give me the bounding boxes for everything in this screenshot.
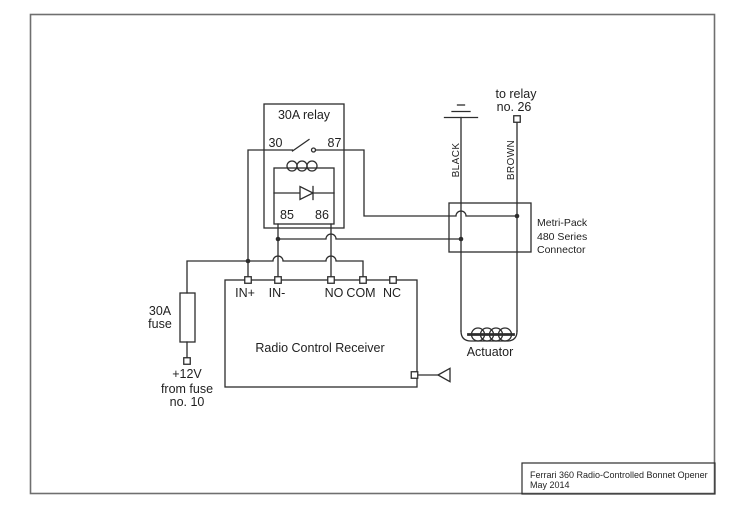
title-block-box bbox=[521, 462, 716, 495]
supply-label-line1: +12V bbox=[172, 366, 202, 381]
title-block: Ferrari 360 Radio-Controlled Bonnet Open… bbox=[530, 470, 708, 491]
receiver-title: Radio Control Receiver bbox=[255, 340, 385, 355]
relay-pin-30-label: 30 bbox=[268, 135, 283, 150]
relay-box bbox=[263, 103, 345, 229]
supply-label-line3: no. 10 bbox=[169, 394, 205, 409]
terminal-squares bbox=[183, 115, 521, 379]
wire-pin30-inplus bbox=[247, 149, 294, 278]
relay-pin-87-label: 87 bbox=[327, 135, 342, 150]
connector-label-line1: Metri-Pack bbox=[537, 217, 588, 229]
junction-dots bbox=[245, 213, 520, 264]
relay26-label-line1: to relay bbox=[495, 86, 537, 101]
wire-brown-label: BROWN bbox=[506, 139, 517, 181]
terminal-in-minus bbox=[274, 276, 282, 284]
receiver-pin-com-label: COM bbox=[346, 285, 376, 300]
connector-box bbox=[448, 202, 532, 253]
wire-pin87-brown bbox=[314, 149, 518, 217]
actuator-label: Actuator bbox=[466, 344, 514, 359]
title-block-line1: Ferrari 360 Radio-Controlled Bonnet Open… bbox=[530, 469, 708, 480]
receiver-box bbox=[224, 279, 418, 388]
relay-pin-85-label: 85 bbox=[280, 207, 294, 222]
connector-label-line3: Connector bbox=[537, 244, 586, 256]
relay-title: 30A relay bbox=[277, 107, 331, 122]
fuse-body bbox=[179, 292, 196, 343]
receiver-pin-inminus-label: IN- bbox=[268, 285, 286, 300]
actuator-icon bbox=[460, 327, 518, 342]
wire-black-label: BLACK bbox=[450, 142, 462, 178]
wire-ground-link bbox=[277, 233, 462, 240]
title-block-line2: May 2014 bbox=[530, 480, 570, 490]
terminal-in-plus bbox=[244, 276, 252, 284]
receiver-pin-nc-label: NC bbox=[382, 285, 402, 300]
ground-icon bbox=[443, 104, 479, 119]
receiver-pin-inplus-label: IN+ bbox=[235, 285, 255, 300]
fuse-label-line2: fuse bbox=[148, 316, 172, 331]
terminal-nc bbox=[389, 276, 397, 284]
connector-label: Metri-Pack 480 Series Connector bbox=[537, 217, 587, 258]
connector-label-line2: 480 Series bbox=[537, 230, 588, 243]
terminal-supply bbox=[183, 357, 191, 365]
relay-coil-icon bbox=[286, 160, 318, 172]
terminal-no bbox=[327, 276, 335, 284]
relay-diode-icon bbox=[273, 185, 335, 201]
fuse-label-line1: 30A bbox=[148, 303, 172, 318]
relay-coil-box bbox=[273, 167, 335, 225]
receiver-pin-no-label: NO bbox=[324, 285, 344, 300]
terminal-com bbox=[359, 276, 367, 284]
relay26-label-line2: no. 26 bbox=[496, 99, 532, 114]
wire-12v-feed bbox=[186, 255, 364, 294]
page-border bbox=[29, 13, 716, 495]
terminal-relay26 bbox=[513, 115, 521, 123]
supply-label-line2: from fuse bbox=[160, 381, 214, 396]
relay-pin-86-label: 86 bbox=[315, 207, 329, 222]
relay-switch-icon bbox=[291, 138, 317, 153]
antenna-icon bbox=[417, 367, 451, 383]
terminal-antenna bbox=[410, 371, 419, 379]
